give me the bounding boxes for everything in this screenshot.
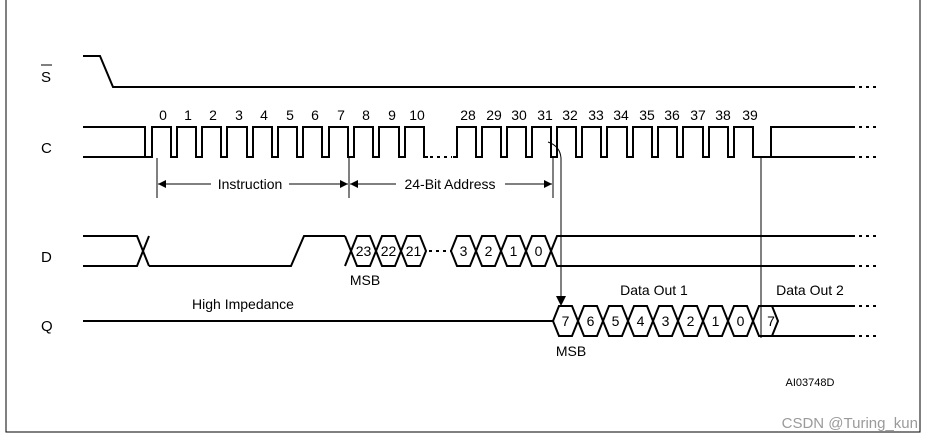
- clock-label: 39: [742, 107, 758, 123]
- phase-label-instruction: Instruction: [218, 176, 283, 192]
- q-bit-label: 6: [587, 313, 595, 329]
- d-waveform-tail-low: [550, 250, 855, 267]
- arrowhead-icon: [350, 180, 358, 188]
- clock-waveform-right: [453, 126, 855, 158]
- d-waveform-instruction: [149, 235, 345, 267]
- arrowhead-icon: [556, 296, 566, 306]
- clock-label: 35: [639, 107, 655, 123]
- d-bit-label: 2: [485, 243, 493, 259]
- clock-label: 6: [311, 107, 319, 123]
- clock-label: 34: [613, 107, 629, 123]
- d-bit-cell: [399, 235, 428, 267]
- arrowhead-icon: [340, 180, 348, 188]
- clock-label: 2: [209, 107, 217, 123]
- q-bit-cell-next: [751, 305, 780, 337]
- d-bit-label: 23: [356, 243, 372, 259]
- clock-label: 31: [537, 107, 553, 123]
- clock-label: 28: [460, 107, 476, 123]
- clock-label: 9: [388, 107, 396, 123]
- d-waveform-tail-high: [550, 235, 855, 252]
- d-bit-label: 22: [381, 243, 397, 259]
- clock-label: 29: [486, 107, 502, 123]
- q-bit-label: 7: [562, 313, 570, 329]
- d-waveform-start-low: [83, 235, 150, 267]
- q-bit-label: 2: [687, 313, 695, 329]
- signal-label-c: C: [41, 140, 52, 157]
- clock-label: 38: [715, 107, 731, 123]
- clock-label: 1: [184, 107, 192, 123]
- watermark: CSDN @Turing_kun: [782, 415, 918, 432]
- s-bar-waveform: [83, 55, 855, 88]
- figure-frame: [5, 0, 921, 433]
- q-next-bit-label: 7: [767, 313, 775, 329]
- clock-label: 10: [409, 107, 425, 123]
- clock-cycle-labels-right: 28 29 30 31 32 33 34 35 36 37 38 39: [460, 107, 758, 123]
- d-bit-label: 0: [535, 243, 543, 259]
- clock-label: 32: [562, 107, 578, 123]
- q-bit-label: 5: [612, 313, 620, 329]
- q-bit-label: 3: [662, 313, 670, 329]
- clock-label: 7: [337, 107, 345, 123]
- phase-label-address: 24-Bit Address: [404, 176, 495, 192]
- d-bit-label: 1: [510, 243, 518, 259]
- clock-label: 3: [235, 107, 243, 123]
- clock-label: 4: [260, 107, 268, 123]
- q-msb-label: MSB: [556, 343, 586, 359]
- q-data-out-2-label: Data Out 2: [776, 282, 844, 298]
- clock-label: 30: [511, 107, 527, 123]
- clock-label: 5: [286, 107, 294, 123]
- d-waveform-entry: [344, 235, 353, 267]
- d-bit-label: 3: [460, 243, 468, 259]
- q-data-out-1-label: Data Out 1: [620, 282, 688, 298]
- clock-to-output-arrow: [547, 141, 562, 302]
- q-bit-label: 4: [637, 313, 645, 329]
- signal-label-s-bar: S: [41, 69, 51, 86]
- figure-id: AI03748D: [786, 377, 835, 389]
- signal-label-q: Q: [41, 318, 53, 335]
- d-bit-label: 21: [406, 243, 422, 259]
- d-msb-label: MSB: [350, 272, 380, 288]
- arrowhead-icon: [158, 180, 166, 188]
- signal-label-d: D: [41, 249, 52, 266]
- clock-cycle-labels-left: 0 1 2 3 4 5 6 7 8 9 10: [159, 107, 425, 123]
- q-bit-label: 0: [737, 313, 745, 329]
- q-high-impedance-label: High Impedance: [192, 296, 294, 312]
- clock-label: 37: [690, 107, 706, 123]
- clock-label: 0: [159, 107, 167, 123]
- clock-label: 8: [362, 107, 370, 123]
- clock-waveform-left: [83, 126, 428, 158]
- clock-label: 36: [664, 107, 680, 123]
- q-bit-label: 1: [712, 313, 720, 329]
- arrowhead-icon: [544, 180, 552, 188]
- clock-label: 33: [588, 107, 604, 123]
